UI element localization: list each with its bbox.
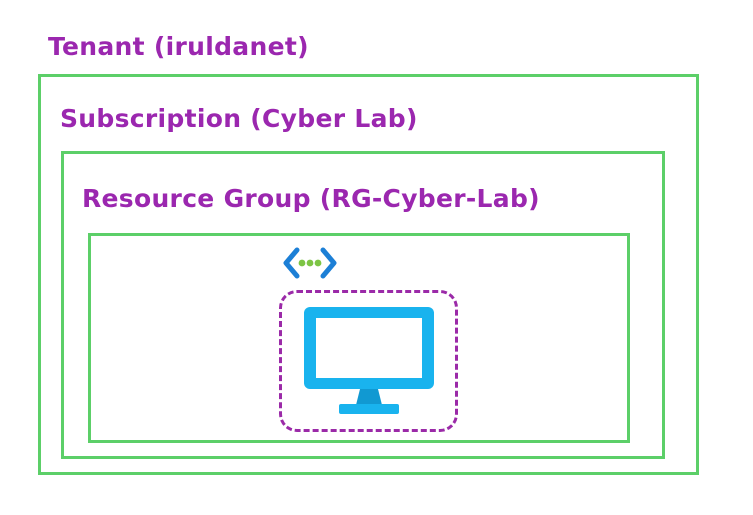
resource-group-container bbox=[88, 233, 630, 443]
virtual-network-icon bbox=[282, 246, 338, 280]
tenant-label: Tenant (iruldanet) bbox=[48, 32, 309, 61]
subscription-label: Subscription (Cyber Lab) bbox=[60, 104, 418, 133]
virtual-machine-icon bbox=[302, 305, 436, 417]
resource-group-label: Resource Group (RG-Cyber-Lab) bbox=[82, 184, 540, 213]
subscription-container bbox=[61, 151, 665, 459]
tenant-container bbox=[38, 74, 699, 475]
virtual-machine-boundary bbox=[279, 290, 458, 432]
